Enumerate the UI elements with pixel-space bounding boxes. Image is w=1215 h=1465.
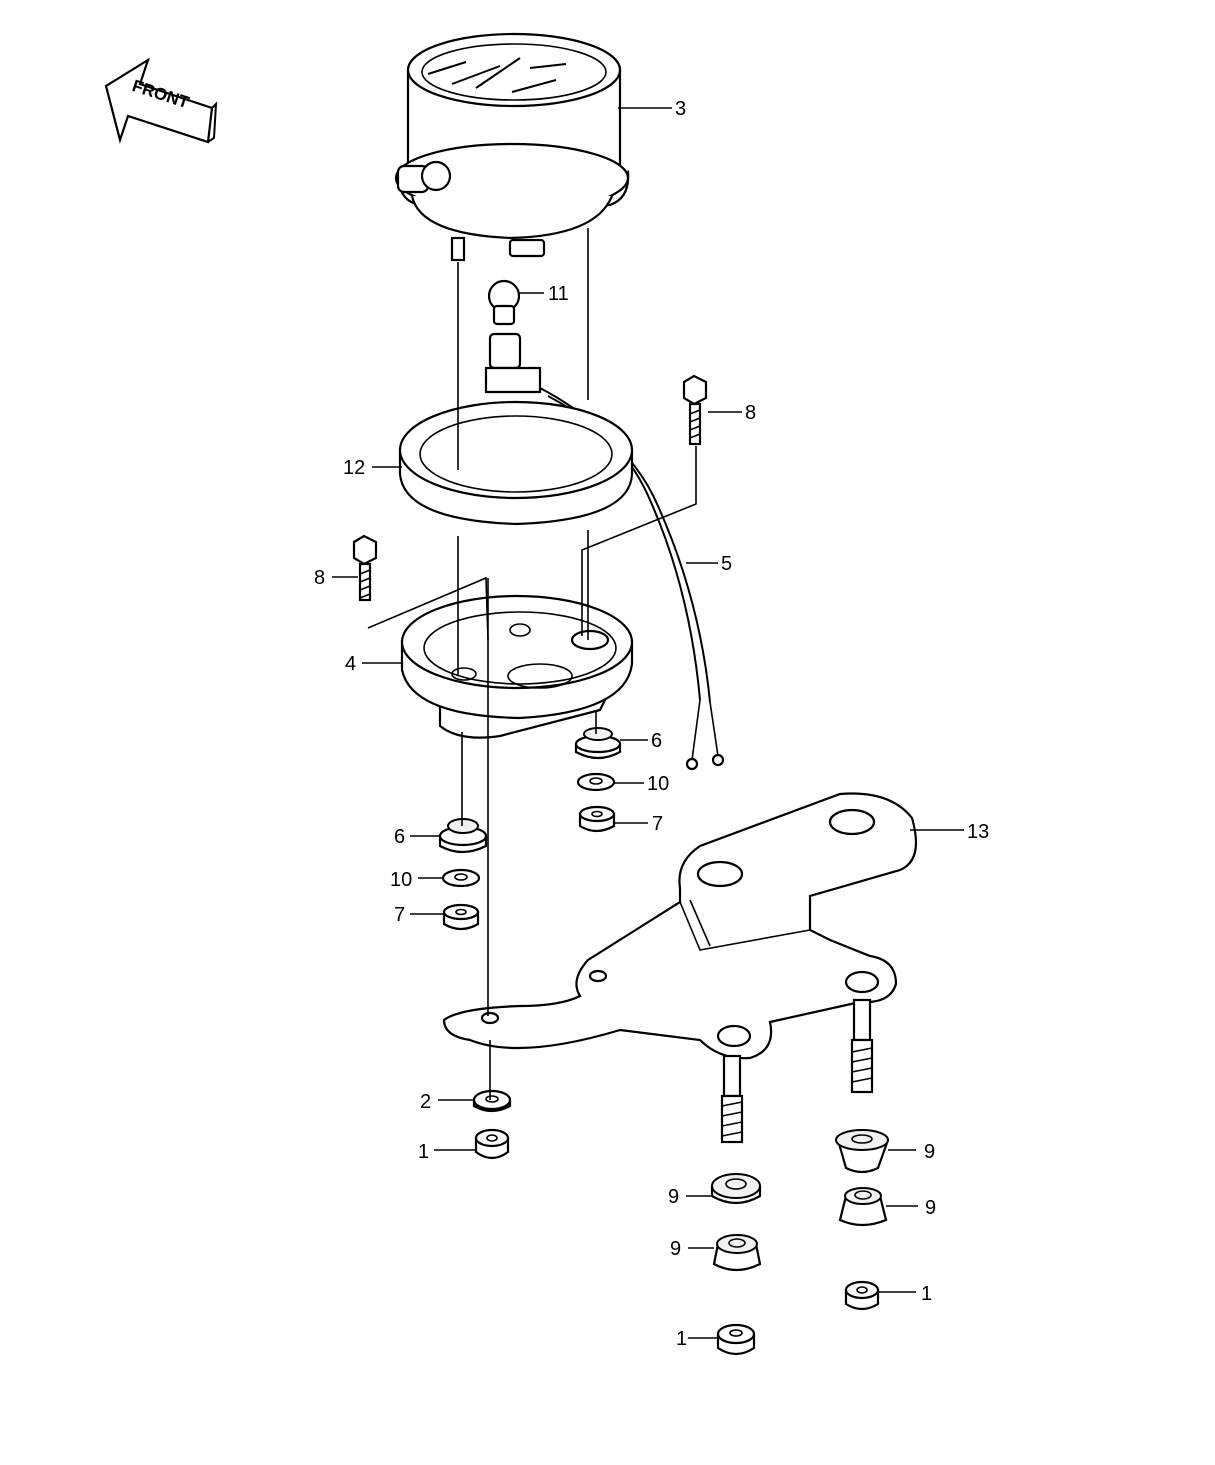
callout-6-right: 6 xyxy=(651,730,662,752)
leader-lines xyxy=(332,107,964,1339)
bolt-right xyxy=(682,374,708,446)
meter-unit xyxy=(394,32,630,262)
callout-1-left: 1 xyxy=(418,1141,429,1163)
bolt-left xyxy=(352,534,378,602)
callout-7-right: 7 xyxy=(652,813,663,835)
meter-bracket xyxy=(442,792,918,1144)
damper-lower-left xyxy=(712,1234,762,1272)
callout-1-right: 1 xyxy=(921,1283,932,1305)
callout-10-left: 10 xyxy=(390,869,412,891)
damper-lower-right xyxy=(838,1187,888,1227)
callout-4: 4 xyxy=(345,653,356,675)
callout-7-left: 7 xyxy=(394,904,405,926)
callout-6-left: 6 xyxy=(394,826,405,848)
gasket-ring xyxy=(398,400,634,526)
lock-washer xyxy=(472,1089,512,1113)
callout-12: 12 xyxy=(343,457,365,479)
callout-13: 13 xyxy=(967,821,989,843)
damper-upper-right xyxy=(835,1129,890,1174)
nut-right xyxy=(578,805,616,833)
callout-8-left: 8 xyxy=(314,567,325,589)
grommet-left xyxy=(438,818,488,854)
callout-9-lower-right: 9 xyxy=(925,1197,936,1219)
nut-left xyxy=(442,903,480,931)
callout-9-upper-right: 9 xyxy=(924,1141,935,1163)
callout-11: 11 xyxy=(548,283,569,305)
callout-9-middle-left: 9 xyxy=(668,1186,679,1208)
callout-5: 5 xyxy=(721,553,732,575)
assembly-lines xyxy=(367,228,697,1100)
meter-case xyxy=(400,594,634,739)
washer-right xyxy=(576,772,616,792)
callout-3: 3 xyxy=(675,98,686,120)
callout-2: 2 xyxy=(420,1091,431,1113)
damper-middle-left xyxy=(710,1173,762,1205)
callout-8-right: 8 xyxy=(745,402,756,424)
nut-bracket-left xyxy=(474,1128,510,1160)
callout-labels: 3 11 8 12 5 8 4 6 10 7 13 6 10 7 2 1 9 9… xyxy=(314,98,989,1350)
callout-10-right: 10 xyxy=(647,773,669,795)
grommet-right xyxy=(574,727,622,760)
callout-9-lower-left: 9 xyxy=(670,1238,681,1260)
nut-bottom xyxy=(716,1323,756,1356)
washer-left xyxy=(441,868,481,888)
callout-1-bottom: 1 xyxy=(676,1328,687,1350)
front-arrow-icon: FRONT xyxy=(104,57,218,144)
nut-right-bottom xyxy=(844,1280,880,1311)
bulb xyxy=(487,279,521,326)
